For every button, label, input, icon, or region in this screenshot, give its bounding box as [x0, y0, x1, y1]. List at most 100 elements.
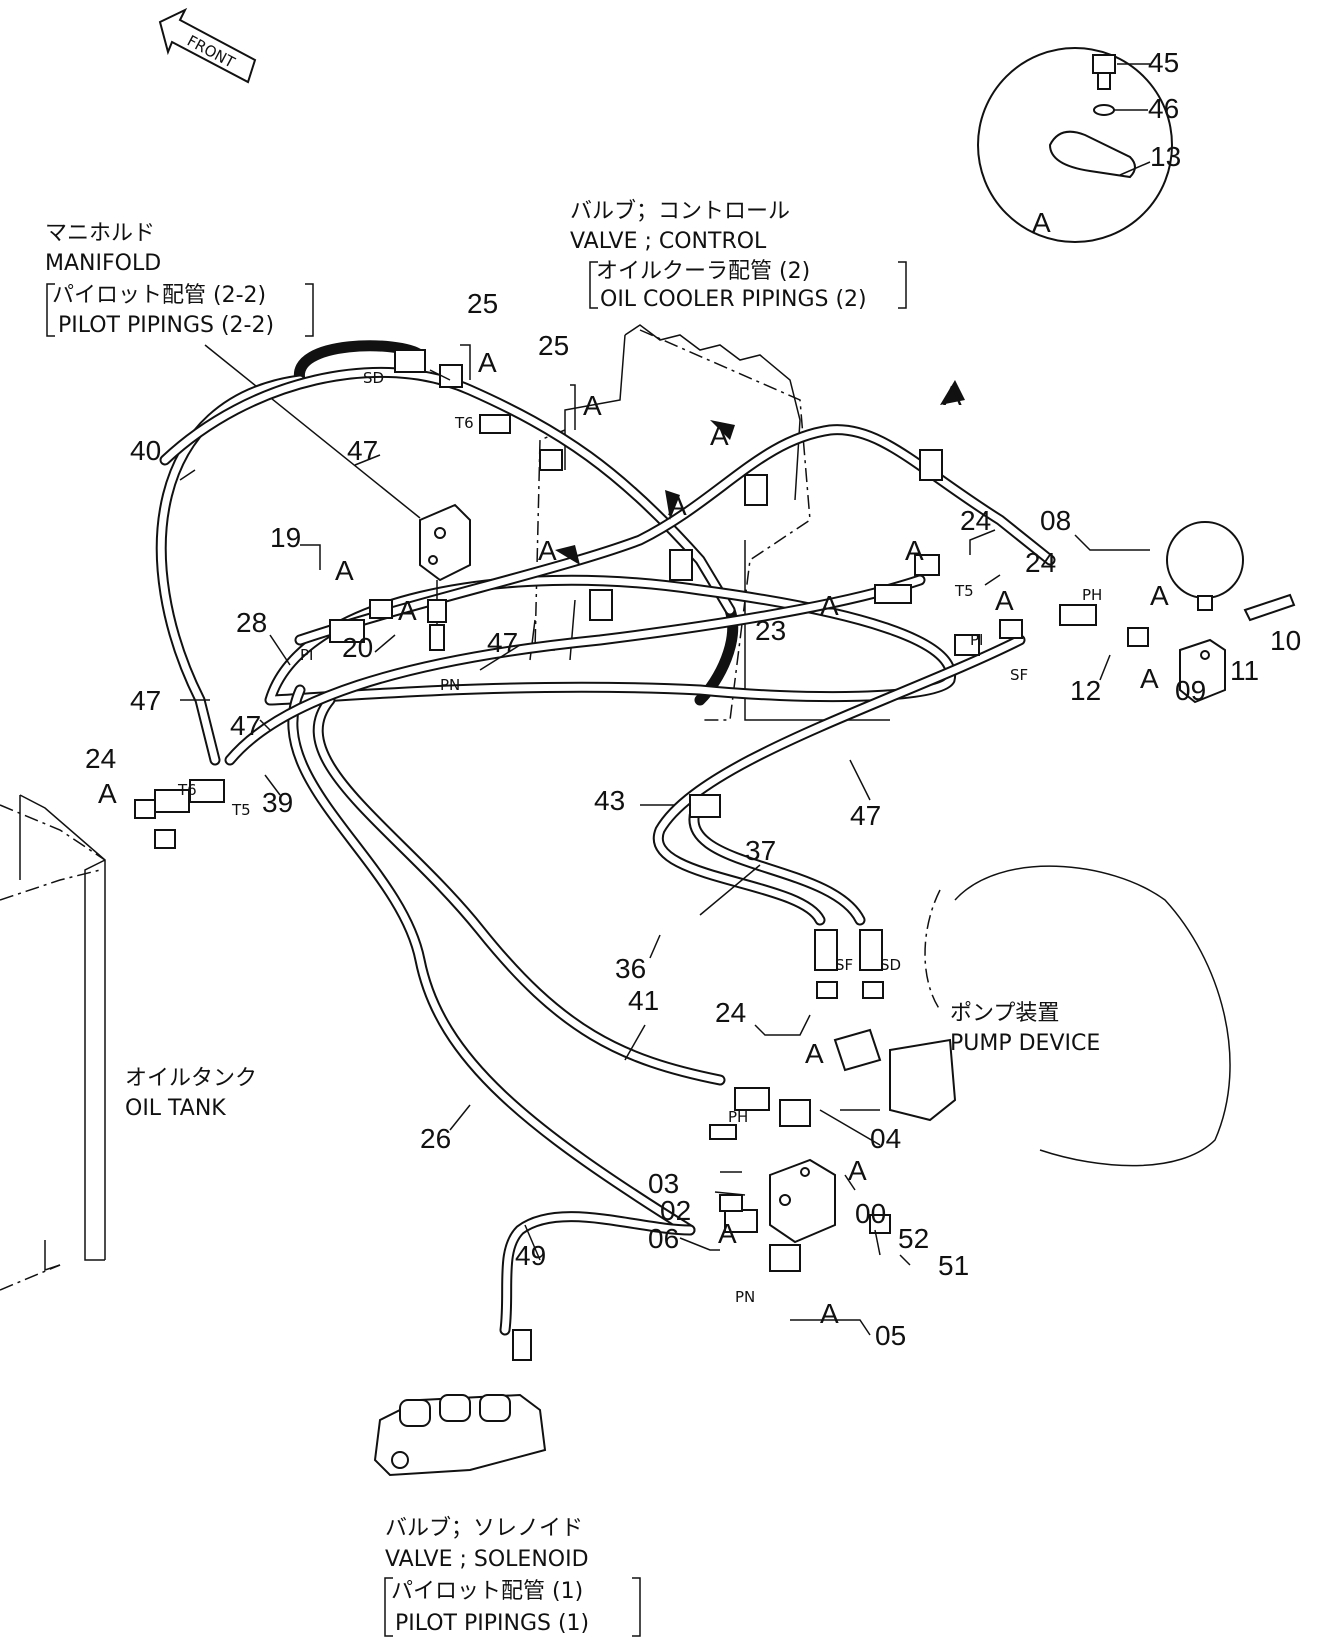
callout-letter: A [1032, 207, 1051, 238]
svg-text:オイルクーラ配管 (2): オイルクーラ配管 (2) [596, 259, 810, 284]
callout-part-13: 13 [1150, 141, 1181, 172]
view-markers: A A A A A A A A A A A A A A A A A A [98, 347, 1169, 1329]
svg-text:バルブ；コントロール: バルブ；コントロール [570, 199, 790, 224]
part-number-26: 26 [420, 1123, 451, 1154]
svg-text:PILOT PIPINGS (2-2): PILOT PIPINGS (2-2) [58, 313, 274, 338]
svg-text:PILOT PIPINGS (1): PILOT PIPINGS (1) [395, 1611, 589, 1636]
part-number-37: 37 [745, 835, 776, 866]
part-number-20: 20 [342, 632, 373, 663]
valve-block-00 [769, 1158, 836, 1244]
port-tag-sd: SD [363, 369, 384, 387]
control-valve-body [529, 324, 890, 721]
port-tag-ph: PH [1082, 586, 1102, 604]
leader-lines [179, 344, 1150, 1336]
svg-text:マニホルド: マニホルド [45, 221, 155, 246]
svg-text:PUMP DEVICE: PUMP DEVICE [950, 1031, 1100, 1056]
hose-sf-36-37 [652, 634, 1026, 926]
view-marker-a: A [1150, 580, 1169, 611]
port-tags: SD T6 T6 T5 T5 PI PI PN PN PH PH SF SF S… [177, 369, 1102, 1306]
part-number-25: 25 [467, 288, 498, 319]
part-number-24: 24 [85, 743, 116, 774]
port-tag-sf: SF [1010, 666, 1028, 684]
clamp-icon [1048, 130, 1136, 179]
part-number-52: 52 [898, 1223, 929, 1254]
view-marker-a: A [905, 535, 924, 566]
view-marker-a: A [478, 347, 497, 378]
oil-tank-label: オイルタンク OIL TANK [125, 1066, 257, 1121]
hose-41 [312, 694, 726, 1086]
port-tag-t5: T5 [954, 582, 974, 600]
manifold-block [419, 503, 471, 651]
view-marker-a: A [995, 585, 1014, 616]
part-number-28: 28 [236, 607, 267, 638]
svg-text:ポンプ装置: ポンプ装置 [950, 1001, 1059, 1026]
part-number-09: 09 [1175, 675, 1206, 706]
part-numbers: 25 25 40 47 19 20 28 47 47 47 24 39 24 2… [85, 288, 1301, 1351]
detail-callout-a: 45 46 13 A [977, 47, 1181, 243]
view-marker-a: A [98, 778, 117, 809]
part-number-24: 24 [715, 997, 746, 1028]
part-number-06: 06 [648, 1223, 679, 1254]
part-number-12: 12 [1070, 675, 1101, 706]
svg-text:パイロット配管 (1): パイロット配管 (1) [391, 1579, 583, 1604]
part-number-51: 51 [938, 1250, 969, 1281]
view-marker-a: A [718, 1218, 737, 1249]
svg-text:MANIFOLD: MANIFOLD [45, 251, 161, 276]
part-number-36: 36 [615, 953, 646, 984]
svg-text:パイロット配管 (2-2): パイロット配管 (2-2) [52, 283, 266, 308]
part-number-08: 08 [1040, 505, 1071, 536]
part-number-10: 10 [1270, 625, 1301, 656]
part-number-47: 47 [850, 800, 881, 831]
view-marker-a: A [710, 420, 729, 451]
bolt-icon [1092, 54, 1116, 74]
port-tag-t6: T6 [177, 781, 197, 799]
part-number-49: 49 [515, 1240, 546, 1271]
manifold-label: マニホルド MANIFOLD パイロット配管 (2-2) PILOT PIPIN… [45, 221, 421, 519]
view-marker-a: A [398, 595, 417, 626]
washer-icon [1093, 104, 1115, 116]
view-marker-a: A [538, 535, 557, 566]
pump-device [833, 865, 1231, 1167]
part-number-19: 19 [270, 522, 301, 553]
port-tag-pn: PN [735, 1288, 755, 1306]
view-marker-a: A [335, 555, 354, 586]
block-09 [1179, 593, 1296, 704]
part-number-02: 02 [660, 1195, 691, 1226]
part-number-47: 47 [230, 710, 261, 741]
part-number-00: 00 [855, 1198, 886, 1229]
svg-text:OIL COOLER PIPINGS (2): OIL COOLER PIPINGS (2) [600, 287, 867, 312]
fittings [134, 349, 1149, 1361]
hose-49 [499, 1211, 696, 1336]
port-tag-sf: SF [835, 956, 853, 974]
view-marker-a: A [805, 1038, 824, 1069]
hose-clamped-upper [294, 424, 1056, 646]
view-marker-a: A [668, 490, 687, 521]
pump-device-label: ポンプ装置 PUMP DEVICE [950, 1001, 1100, 1056]
view-marker-a: A [820, 590, 839, 621]
part-number-47: 47 [347, 435, 378, 466]
part-number-03: 03 [648, 1168, 679, 1199]
part-number-25: 25 [538, 330, 569, 361]
port-tag-sd: SD [880, 956, 901, 974]
part-number-24: 24 [960, 505, 991, 536]
callout-part-46: 46 [1148, 93, 1179, 124]
part-number-43: 43 [594, 785, 625, 816]
svg-text:OIL TANK: OIL TANK [125, 1096, 226, 1121]
part-number-47: 47 [487, 627, 518, 658]
port-tag-pi: PI [970, 631, 983, 649]
part-number-04: 04 [870, 1123, 901, 1154]
part-number-05: 05 [875, 1320, 906, 1351]
part-number-11: 11 [1230, 655, 1259, 686]
svg-text:VALVE ; CONTROL: VALVE ; CONTROL [570, 229, 767, 254]
control-valve-label: バルブ；コントロール VALVE ; CONTROL オイルクーラ配管 (2) … [570, 199, 907, 312]
port-tag-pn: PN [440, 676, 460, 694]
solenoid-valve [373, 1393, 547, 1477]
part-number-24: 24 [1025, 547, 1056, 578]
view-marker-a: A [583, 390, 602, 421]
part-number-39: 39 [262, 787, 293, 818]
hose-47-a [159, 366, 739, 706]
part-number-41: 41 [628, 985, 659, 1016]
svg-text:VALVE ; SOLENOID: VALVE ; SOLENOID [385, 1547, 589, 1572]
clamp-markers [555, 380, 965, 818]
